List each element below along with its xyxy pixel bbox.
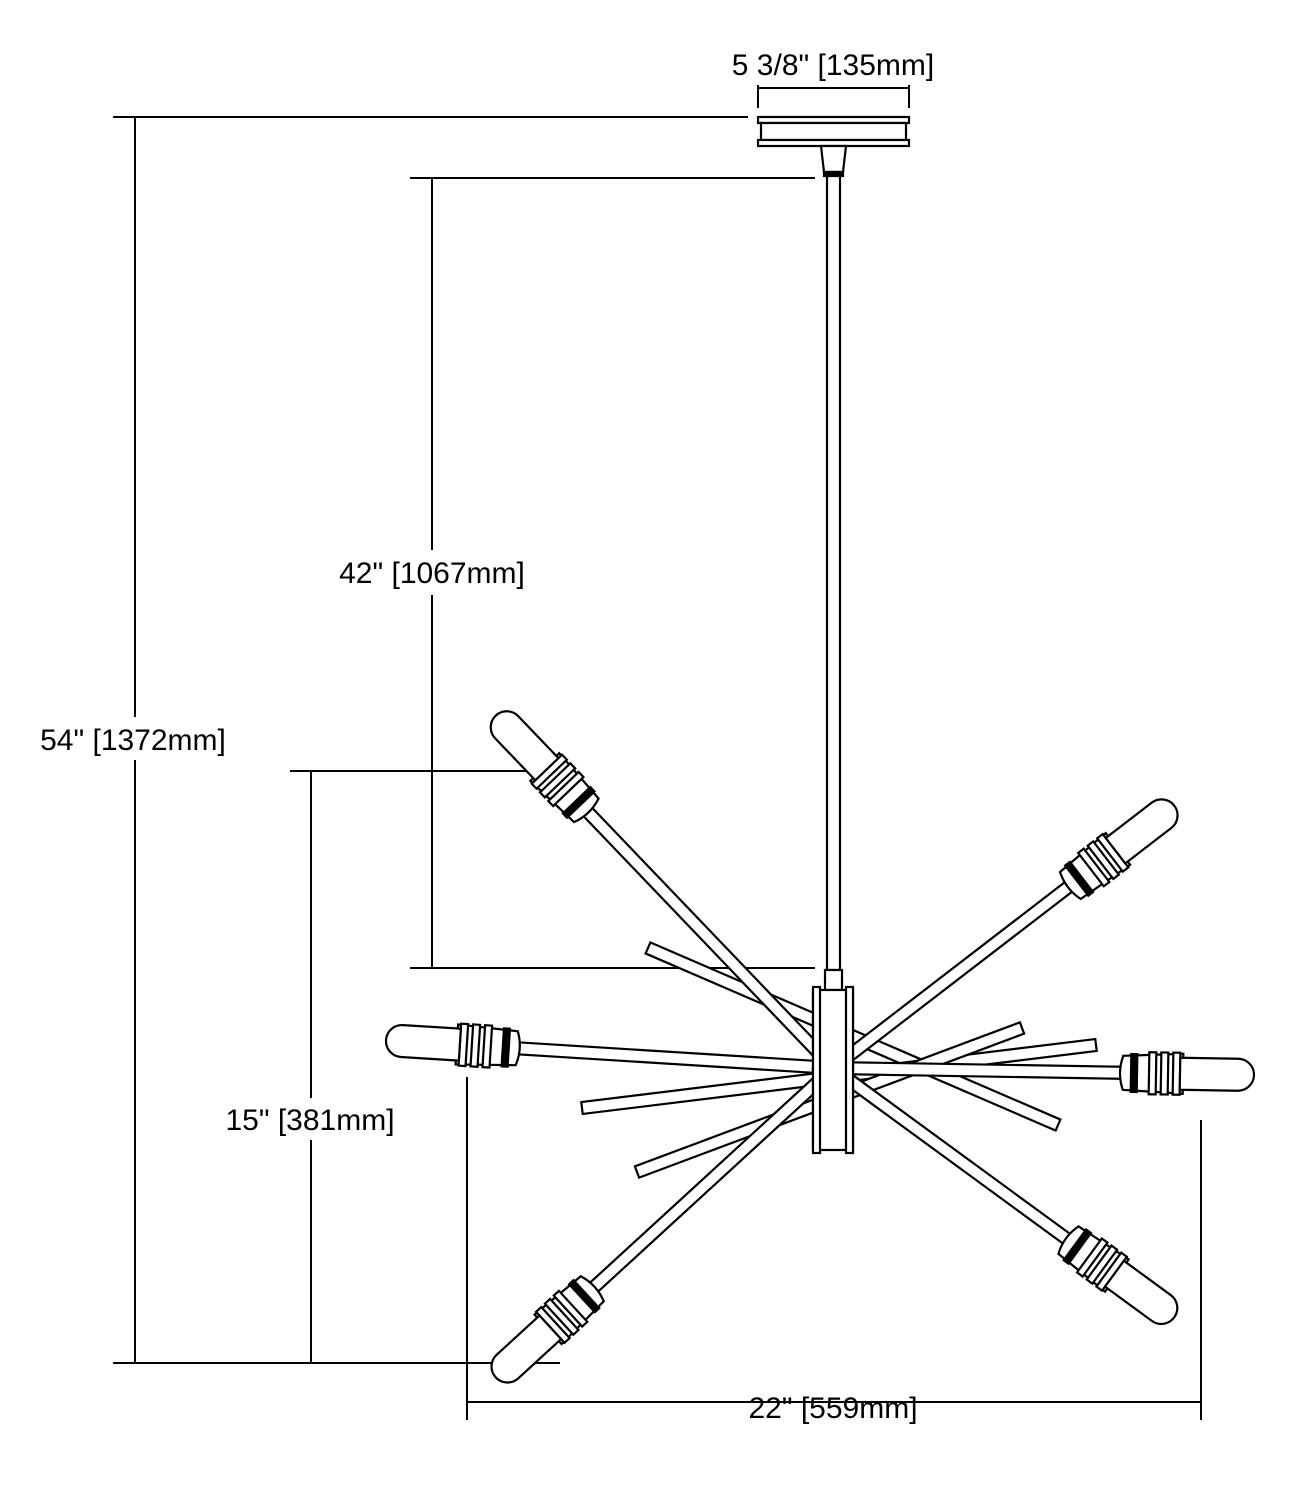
light-arm — [843, 798, 1179, 1063]
bulb — [1178, 1056, 1256, 1092]
center-body — [811, 968, 855, 1155]
fixture-width-dimension: 22" [559mm] — [466, 1077, 1202, 1425]
down-rod — [825, 174, 842, 972]
rod-length-label: 42" [1067mm] — [339, 557, 525, 590]
bulb-socket — [454, 1022, 521, 1069]
bulb-socket — [1057, 1225, 1131, 1294]
canopy-width-label: 5 3/8" [135mm] — [732, 49, 934, 82]
overall-height-label: 54" [1372mm] — [40, 724, 226, 757]
canopy-width-dimension: 5 3/8" [135mm] — [732, 49, 934, 108]
bulb-socket — [1118, 1051, 1185, 1096]
light-arm — [851, 1051, 1256, 1096]
overall-height-dimension: 54" [1372mm] — [40, 116, 748, 1364]
light-arm — [384, 1022, 815, 1074]
light-arm — [490, 1075, 824, 1384]
arm-rod — [513, 1040, 815, 1074]
arm-rod — [844, 1073, 1076, 1248]
bulb-socket — [528, 751, 600, 824]
bulb-socket — [1058, 831, 1132, 901]
fixture-height-label: 15" [381mm] — [225, 1104, 394, 1137]
arm-rod — [843, 877, 1078, 1063]
fixture-height-dimension: 15" [381mm] — [225, 770, 560, 1363]
fixture-width-label: 22" [559mm] — [748, 1392, 917, 1425]
arm-rod — [579, 803, 826, 1060]
bulb — [1104, 798, 1179, 865]
light-arm — [489, 710, 826, 1060]
ceiling-canopy — [756, 115, 911, 178]
bulb — [490, 1313, 563, 1384]
bulb — [1103, 1259, 1179, 1326]
bulb — [384, 1023, 463, 1062]
bulb — [489, 710, 560, 782]
rod-length-dimension: 42" [1067mm] — [339, 177, 815, 969]
